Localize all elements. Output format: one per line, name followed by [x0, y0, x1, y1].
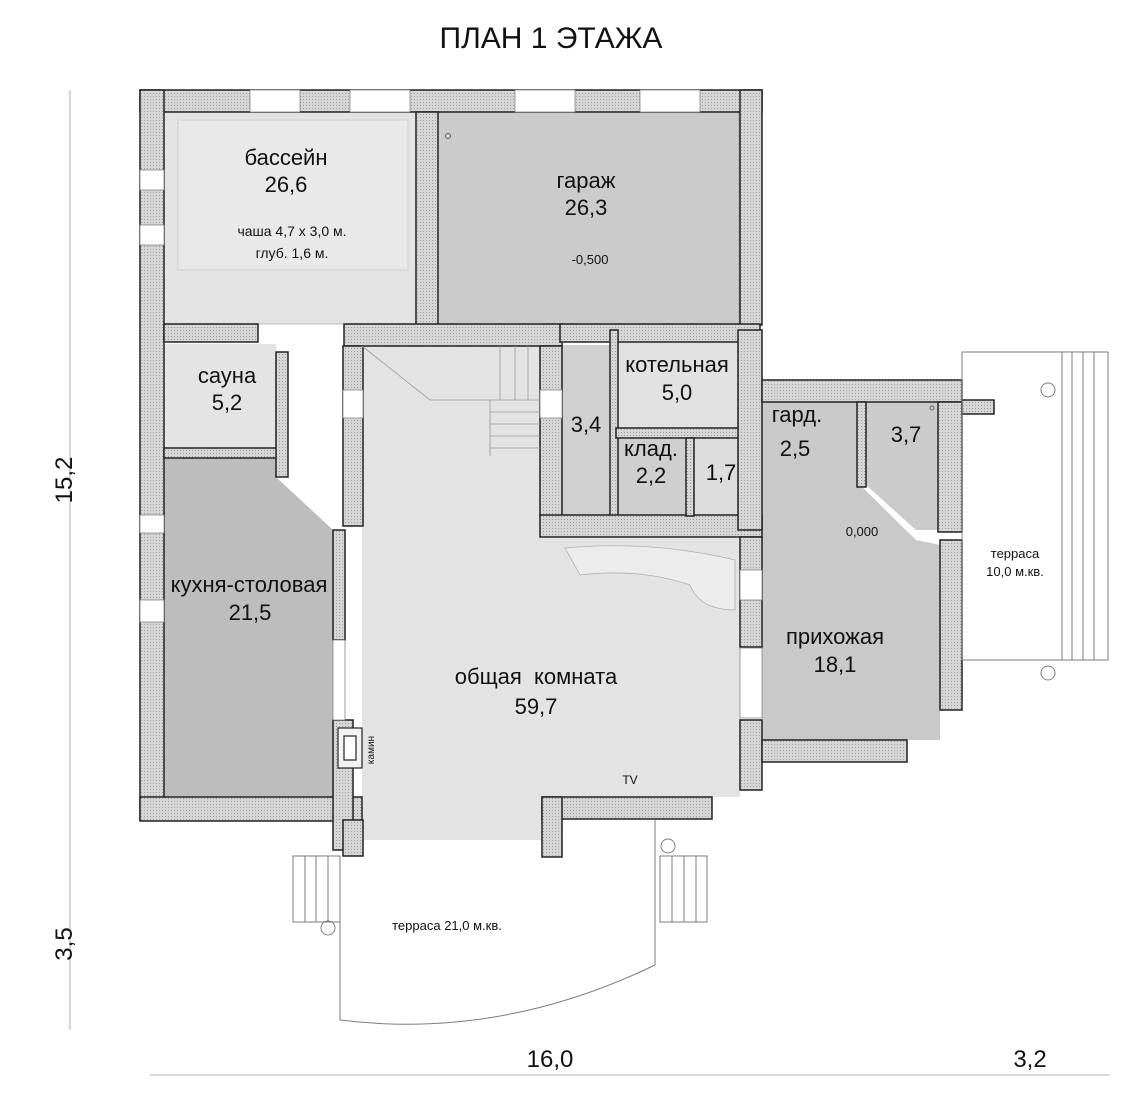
boiler-area: 5,0	[662, 380, 693, 405]
living-name: общая комната	[455, 664, 618, 689]
closet-area: 3,7	[891, 422, 922, 447]
hall-floor	[762, 482, 940, 740]
hall-name: прихожая	[786, 624, 884, 649]
sauna-name: сауна	[198, 363, 257, 388]
kitchen-floor	[164, 458, 333, 797]
hall-area: 18,1	[814, 652, 857, 677]
staircase	[361, 345, 540, 456]
fireplace	[337, 727, 363, 769]
dimension-lines	[69, 90, 1110, 1076]
sauna-area: 5,2	[212, 390, 243, 415]
fireplace-label: камин	[366, 736, 377, 764]
hall-level: 0,000	[846, 524, 879, 539]
windows	[139, 89, 763, 721]
closet-marker	[929, 405, 935, 411]
dim-width-main: 16,0	[527, 1046, 574, 1073]
pool-basin	[177, 119, 409, 271]
boiler-floor	[616, 336, 738, 428]
pool-note-2: глуб. 1,6 м.	[256, 245, 329, 261]
storage-area: 2,2	[636, 463, 667, 488]
plan-title: ПЛАН 1 ЭТАЖА	[440, 22, 663, 55]
pool-name: бассейн	[244, 145, 327, 170]
wardrobe-area: 2,5	[780, 436, 811, 461]
corridor-floor	[562, 345, 612, 515]
storage-name: клад.	[624, 436, 678, 461]
pool-note-1: чаша 4,7 х 3,0 м.	[237, 223, 346, 239]
corridor-area: 3,4	[571, 412, 602, 437]
pool-marker	[445, 133, 451, 139]
east-terrace	[961, 351, 1109, 681]
east-terrace-line2: 10,0 м.кв.	[986, 564, 1044, 579]
living-floor	[362, 346, 740, 840]
dimension-labels: 15,2 3,5 16,0 3,2	[51, 457, 1047, 1073]
east-terrace-line1: терраса	[991, 546, 1040, 561]
boiler-name: котельная	[625, 352, 729, 377]
dim-height-terrace: 3,5	[51, 927, 78, 960]
tv-label: TV	[622, 773, 637, 787]
garage-name: гараж	[557, 168, 616, 193]
room-fills	[162, 110, 940, 840]
closet-floor	[866, 402, 938, 530]
garage-area: 26,3	[565, 195, 608, 220]
kitchen-name: кухня-столовая	[171, 572, 328, 597]
dim-width-terrace: 3,2	[1013, 1046, 1046, 1073]
south-terrace-label: терраса 21,0 м.кв.	[392, 918, 502, 933]
pool-area: 26,6	[265, 172, 308, 197]
garage-level: -0,500	[572, 252, 609, 267]
kitchen-area: 21,5	[229, 600, 272, 625]
south-terrace	[292, 820, 708, 1025]
sofa	[564, 545, 736, 611]
room-labels: бассейн 26,6 чаша 4,7 х 3,0 м. глуб. 1,6…	[171, 145, 1044, 933]
sauna-floor	[164, 344, 276, 448]
dim-height-main: 15,2	[51, 457, 78, 504]
wardrobe-floor	[762, 402, 857, 482]
wc-floor	[694, 438, 738, 516]
living-area: 59,7	[515, 694, 558, 719]
wardrobe-name: гард.	[772, 402, 822, 427]
wc-area: 1,7	[706, 460, 737, 485]
storage-floor	[618, 438, 686, 516]
